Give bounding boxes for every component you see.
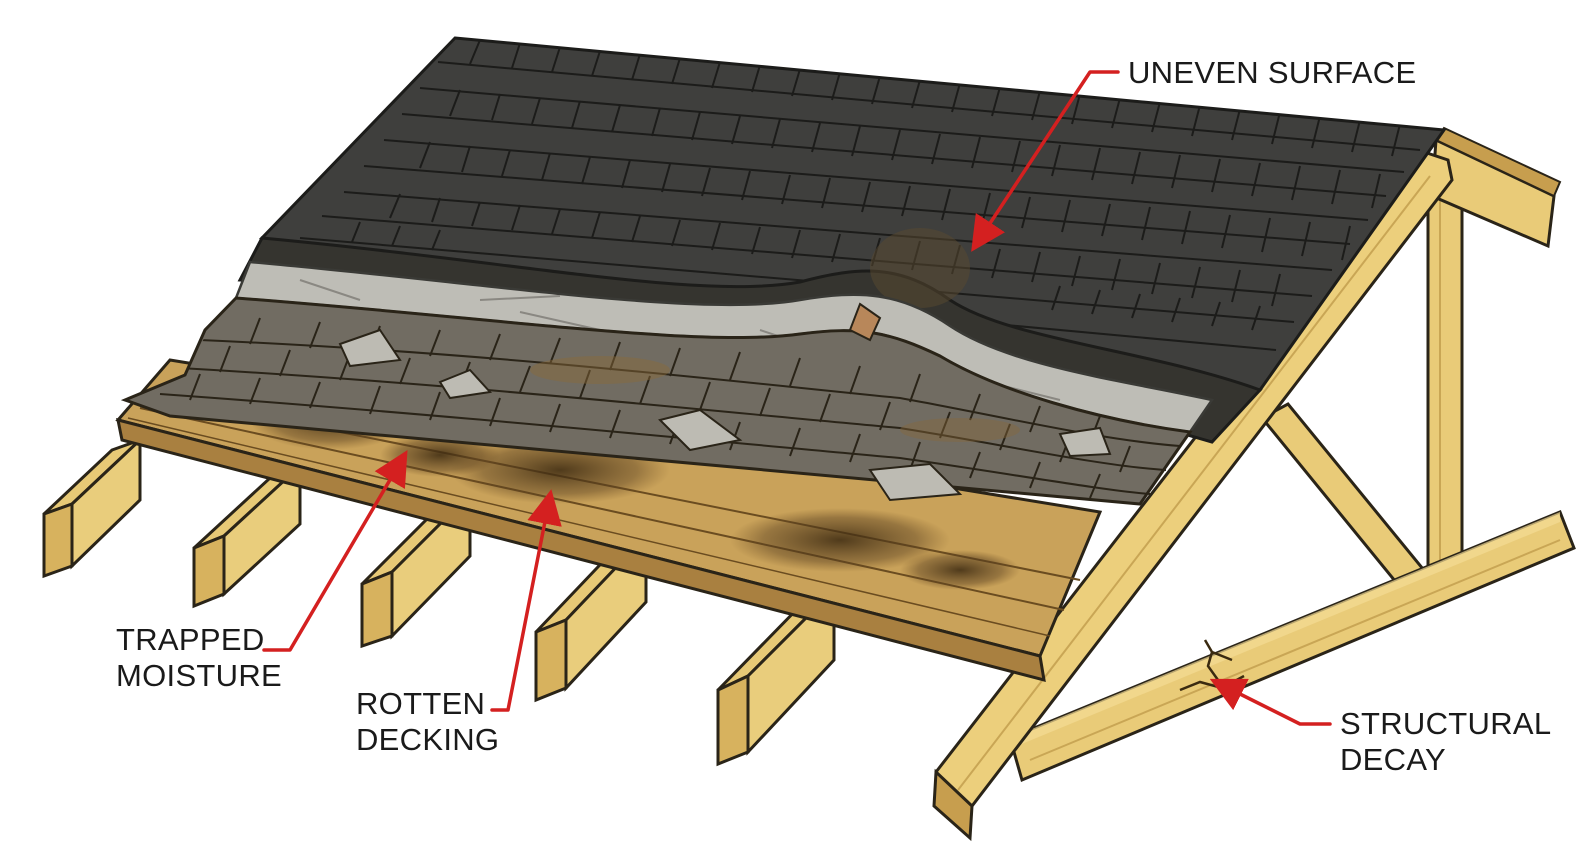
arrow-trapped-moisture (262, 449, 408, 652)
arrow-structural-decay (1209, 678, 1332, 726)
truss-frame (932, 126, 1576, 842)
truss-king-post (1426, 180, 1464, 580)
label-structural-decay-line1: STRUCTURAL (1340, 706, 1551, 741)
truss-web-brace (1259, 402, 1435, 594)
rafter-tails (42, 436, 836, 767)
truss-bottom-chord (1008, 510, 1576, 783)
roof-surface (120, 36, 1447, 506)
label-structural-decay-line2: DECAY (1340, 742, 1446, 777)
callout-arrows (262, 70, 1332, 726)
label-uneven-surface: UNEVEN SURFACE (1128, 55, 1416, 90)
label-rotten-decking-line1: ROTTEN (356, 686, 485, 721)
label-trapped-moisture-line1: TRAPPED (116, 622, 265, 657)
rafter-tail-2 (192, 462, 302, 609)
callout-labels: UNEVEN SURFACE TRAPPED MOISTURE ROTTEN D… (116, 55, 1551, 777)
arrow-uneven-surface (971, 70, 1120, 252)
label-trapped-moisture-line2: MOISTURE (116, 658, 282, 693)
rafter-tail-1 (42, 436, 142, 579)
moisture-stain-3 (730, 508, 950, 572)
label-rotten-decking-line2: DECKING (356, 722, 499, 757)
arrow-rotten-decking (490, 489, 562, 712)
